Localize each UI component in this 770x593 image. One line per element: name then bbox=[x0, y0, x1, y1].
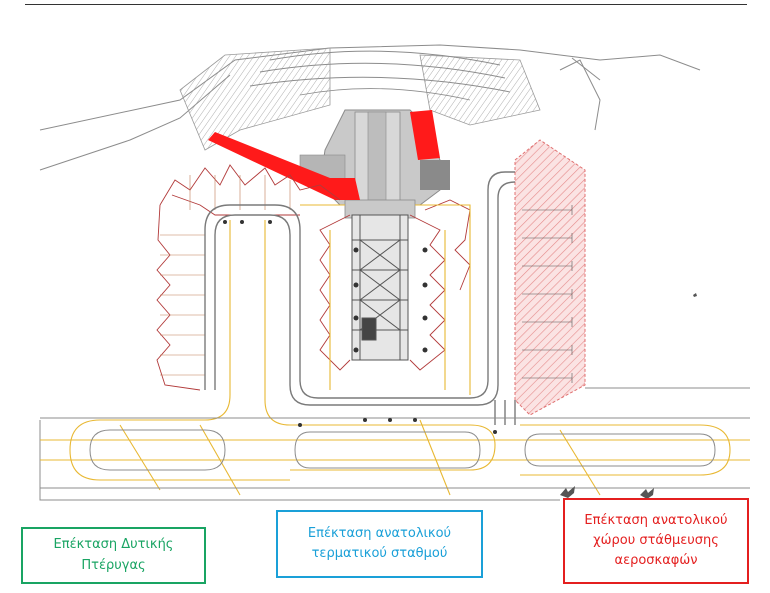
west-wing-stand-lines bbox=[160, 175, 291, 376]
east-apron-extension bbox=[514, 139, 586, 416]
central-pier bbox=[351, 214, 409, 361]
apron-service-roads bbox=[204, 171, 516, 425]
legend-east-apron-label: Επέκταση ανατολικού χώρου στάθμευσης αερ… bbox=[584, 512, 728, 569]
taxiway-islands bbox=[40, 387, 750, 489]
east-apron-stand-lines bbox=[522, 205, 573, 383]
legend-east-terminal-label: Επέκταση ανατολικού τερματικού σταθμού bbox=[307, 525, 452, 561]
west-wing bbox=[156, 164, 341, 391]
legend-east-terminal-extension: Επέκταση ανατολικού τερματικού σταθμού bbox=[276, 510, 483, 578]
terminal-extension-highlight bbox=[208, 110, 440, 200]
legend-west-wing-label: Επέκταση Δυτικής Πτέρυγας bbox=[53, 537, 174, 573]
stand-markers bbox=[223, 220, 497, 434]
legend-east-apron-extension: Επέκταση ανατολικού χώρου στάθμευσης αερ… bbox=[563, 498, 749, 584]
top-rule bbox=[25, 4, 747, 5]
legend-west-wing-extension: Επέκταση Δυτικής Πτέρυγας bbox=[21, 527, 206, 584]
landside-parking bbox=[179, 47, 541, 151]
taxiway-centerlines bbox=[40, 204, 750, 496]
aircraft-icon bbox=[560, 293, 697, 499]
